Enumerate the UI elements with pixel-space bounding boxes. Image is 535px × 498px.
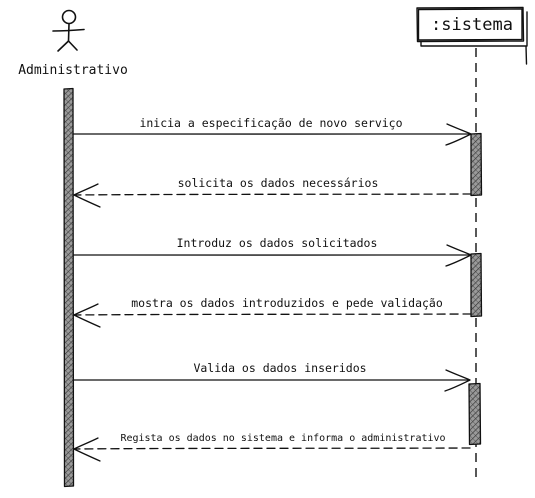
message-6: Regista os dados no sistema e informa o …: [73, 433, 471, 462]
message-2-label: solicita os dados necessários: [178, 176, 379, 190]
system-activation-bar-3: [468, 382, 482, 446]
message-6-arrowhead: [73, 437, 101, 462]
message-3: Introduz os dados solicitados: [72, 236, 472, 267]
message-2-arrow: [73, 193, 472, 196]
object-label: :sistema: [431, 15, 513, 35]
message-5-arrowhead: [444, 369, 471, 392]
message-1-label: inicia a especificação de novo serviço: [139, 116, 402, 130]
system-activation-bar-1: [470, 132, 483, 197]
actor-head: [61, 9, 77, 25]
message-3-arrowhead: [445, 244, 472, 267]
object-box-shadow: [420, 11, 528, 65]
message-2: solicita os dados necessários: [73, 176, 472, 208]
message-4-label: mostra os dados introduzidos e pede vali…: [131, 296, 443, 310]
message-6-arrow: [73, 447, 471, 450]
actor-legs: [57, 40, 78, 52]
message-1-arrowhead: [445, 123, 472, 146]
actor-arms: [52, 28, 85, 32]
message-3-label: Introduz os dados solicitados: [177, 236, 378, 250]
system-activation-bar-2: [470, 252, 483, 318]
message-4-arrowhead: [73, 303, 101, 328]
message-4-arrow: [73, 313, 472, 316]
object-box: [416, 6, 528, 65]
actor-figure: [52, 9, 85, 52]
message-2-arrowhead: [73, 183, 101, 208]
message-5-label: Valida os dados inseridos: [193, 361, 366, 375]
actor-label: Administrativo: [18, 63, 128, 78]
message-5: Valida os dados inseridos: [72, 361, 471, 392]
message-4: mostra os dados introduzidos e pede vali…: [73, 296, 472, 328]
actor-activation-bar: [63, 87, 75, 488]
message-6-label: Regista os dados no sistema e informa o …: [120, 433, 445, 444]
message-1: inicia a especificação de novo serviço: [72, 116, 472, 146]
actor-body: [67, 23, 70, 42]
